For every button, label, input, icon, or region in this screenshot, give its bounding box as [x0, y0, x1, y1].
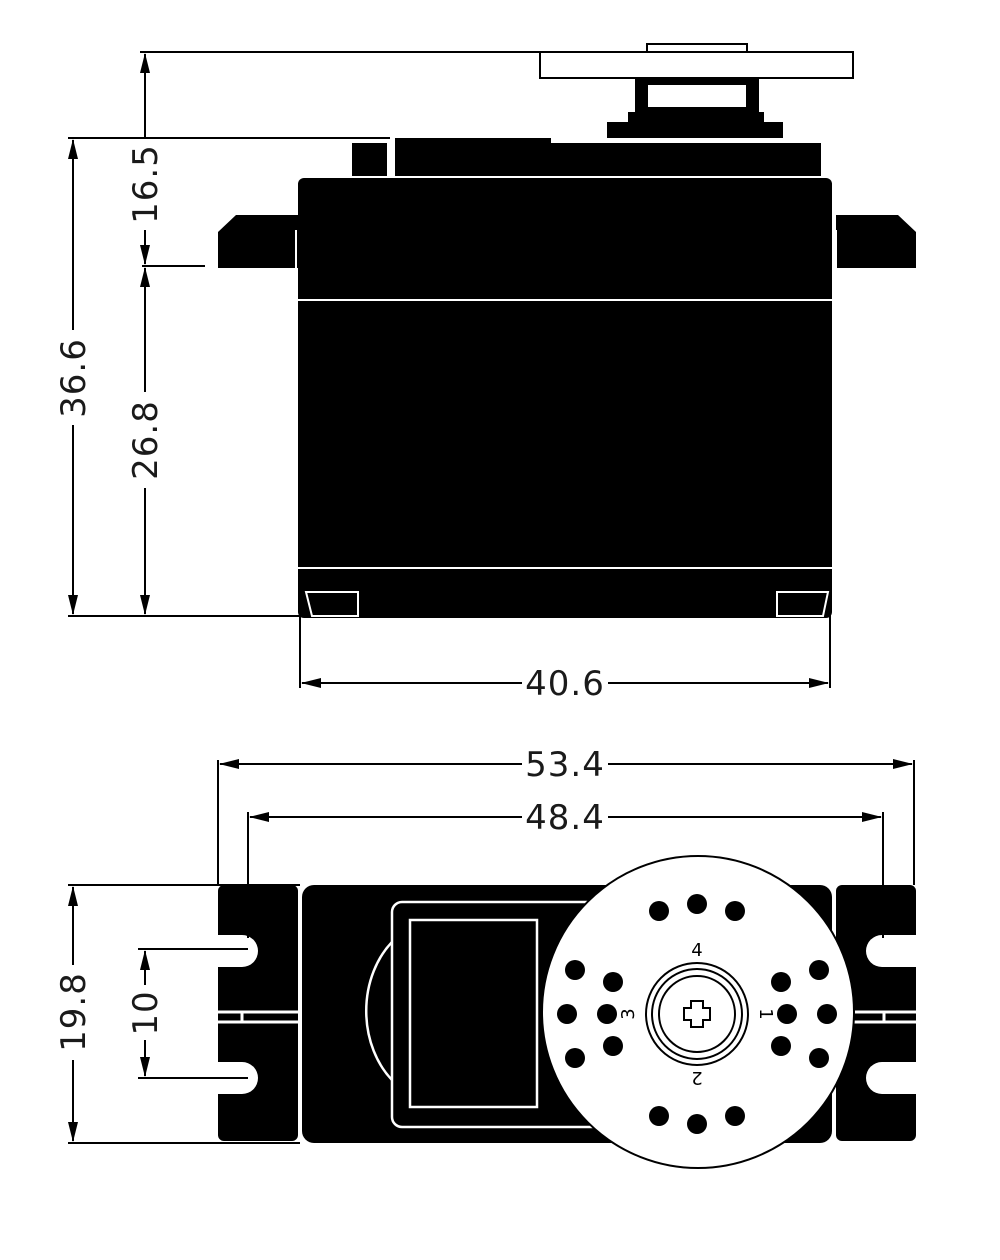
- horn-hole: [725, 1106, 745, 1126]
- horn-hole: [725, 901, 745, 921]
- side-view: [218, 43, 916, 618]
- horn-hole: [687, 894, 707, 914]
- top-dimension-lines: [68, 759, 915, 1144]
- dim-total-height: 36.6: [54, 338, 94, 418]
- mount-ear-left: [218, 215, 298, 268]
- horn-hole: [809, 1048, 829, 1068]
- horn-hole: [777, 1004, 797, 1024]
- horn-label-2: 2: [691, 1067, 702, 1088]
- top-view: 4 1 2 3: [218, 855, 916, 1169]
- servo-body-side: [298, 178, 832, 618]
- horn-hole: [649, 1106, 669, 1126]
- horn-hole: [809, 960, 829, 980]
- horn-label-4: 4: [691, 940, 702, 961]
- mount-hole-right-bottom: [866, 1062, 916, 1094]
- horn-hole: [771, 972, 791, 992]
- screw-cross-icon: [683, 1000, 711, 1028]
- horn-hole: [649, 901, 669, 921]
- output-horn-side: [539, 43, 854, 138]
- horn-label-3: 3: [618, 1008, 639, 1019]
- mount-ear-right: [836, 215, 916, 268]
- label-window: [408, 918, 539, 1109]
- horn-hole: [603, 972, 623, 992]
- dim-body-height: 26.8: [126, 400, 166, 480]
- horn-hole: [565, 960, 585, 980]
- dim-mount-hole-spacing: 48.4: [525, 798, 605, 838]
- horn-hole: [603, 1036, 623, 1056]
- mount-hole-right-top: [866, 935, 916, 967]
- round-horn: 4 1 2 3: [541, 855, 855, 1169]
- mount-hole-left-top: [218, 935, 258, 967]
- side-dimension-lines: [68, 51, 831, 688]
- horn-hole: [565, 1048, 585, 1068]
- dim-hole-pitch: 10: [126, 990, 166, 1035]
- horn-hole: [557, 1004, 577, 1024]
- dim-horn-height: 16.5: [126, 144, 166, 224]
- horn-label-1: 1: [755, 1008, 776, 1019]
- dim-overall-length: 53.4: [525, 745, 605, 785]
- dim-depth: 19.8: [54, 972, 94, 1052]
- top-cover-small: [352, 143, 387, 176]
- horn-hole: [597, 1004, 617, 1024]
- horn-hole: [687, 1114, 707, 1134]
- top-cover: [395, 138, 551, 176]
- top-cover-right: [551, 143, 821, 176]
- dim-body-width: 40.6: [525, 664, 605, 704]
- horn-hole: [817, 1004, 837, 1024]
- horn-hole: [771, 1036, 791, 1056]
